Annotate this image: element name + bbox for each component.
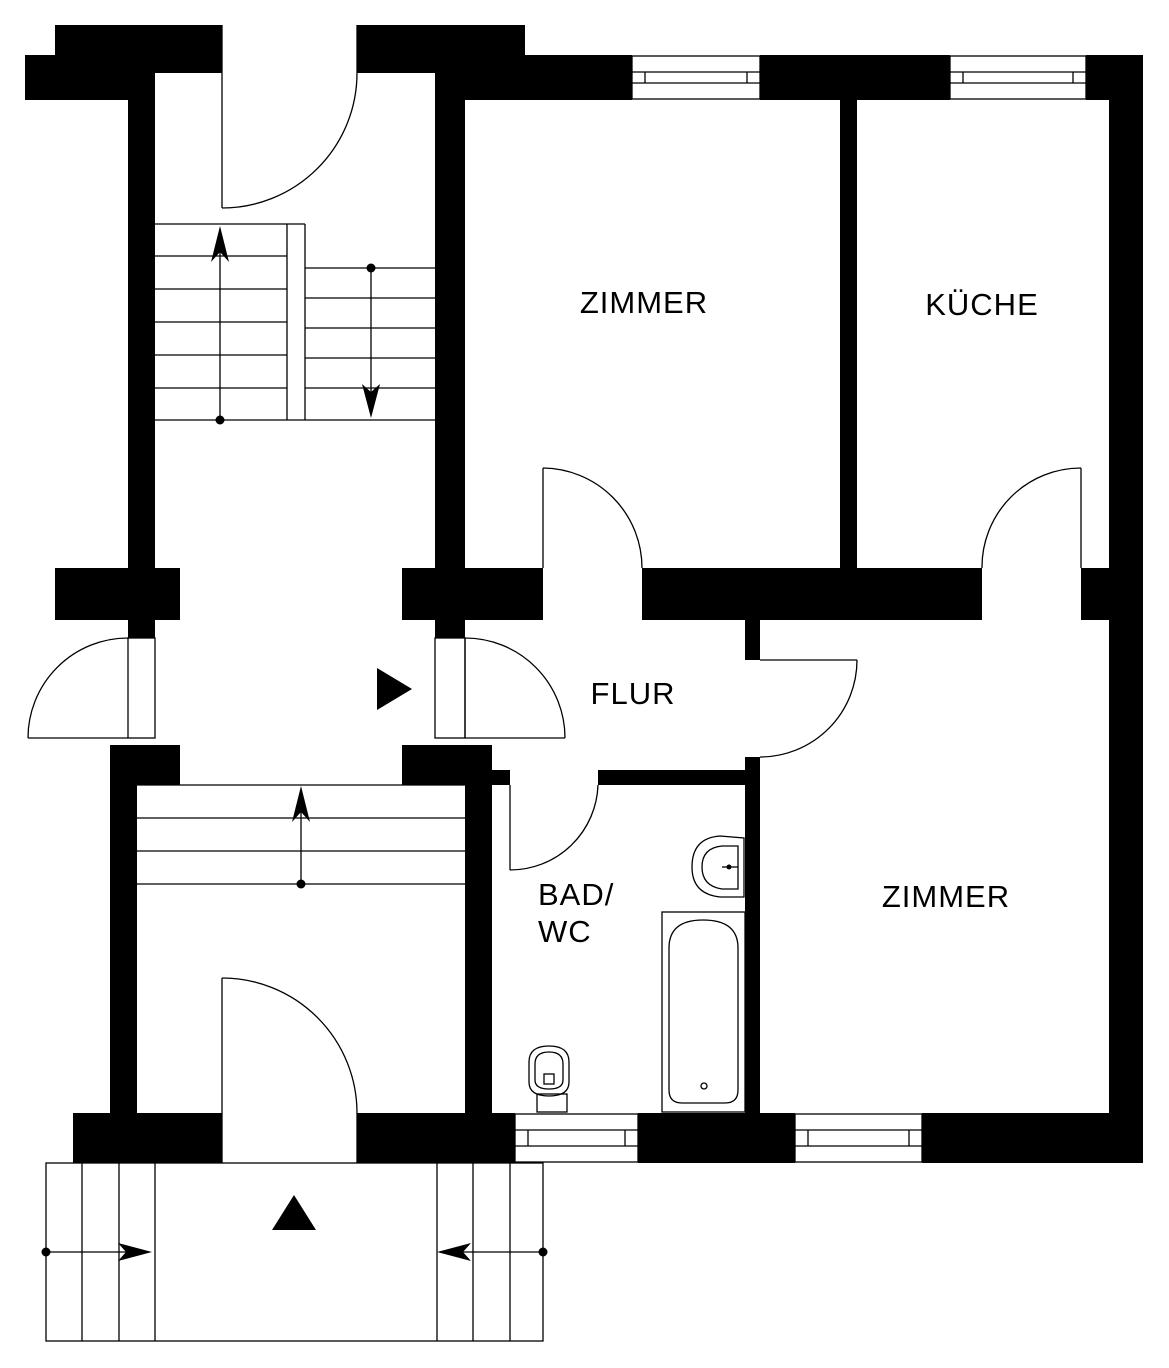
windows (514, 55, 1087, 1163)
door-top-entrance (221, 25, 358, 209)
building-entry-triangle-icon (272, 1195, 316, 1230)
wall-under-zimmer-left (465, 568, 543, 620)
washbasin (691, 835, 745, 898)
wall-stair-right-jamb (435, 620, 465, 638)
door-left-exterior (27, 637, 156, 739)
door-kueche (981, 467, 1082, 569)
room-label-kueche: KÜCHE (925, 287, 1039, 322)
wall-zimmer-kueche (840, 100, 857, 568)
door-apartment-entry (434, 637, 566, 739)
door-bad (509, 784, 599, 871)
door-zimmer-bottom (759, 659, 858, 758)
window-top-kueche (949, 55, 1087, 100)
wall-under-rooms (642, 568, 982, 620)
stairs-exterior (41, 1162, 548, 1342)
exterior-left-arrow-icon (41, 1243, 152, 1261)
wall-bad-zimmer (745, 757, 760, 1113)
wall-top-middle (357, 25, 632, 568)
stair-lower-up-arrow-icon (292, 786, 310, 889)
wall-bottom-between-windows (638, 1113, 795, 1163)
bathtub (661, 911, 746, 1113)
room-label-zimmer-bottom: ZIMMER (882, 879, 1010, 914)
window-bottom-bad (514, 1113, 639, 1163)
doors (27, 25, 1082, 1163)
walls (25, 25, 1143, 1163)
stair-down-arrow-icon (362, 263, 380, 418)
wall-bottom-left (73, 1113, 222, 1163)
room-label-flur: FLUR (591, 676, 676, 711)
window-bottom-zimmer (794, 1113, 923, 1163)
room-label-bad-line2: WC (538, 914, 592, 949)
wall-flur-stub (745, 620, 760, 660)
stairs-upper (155, 223, 435, 425)
door-bottom-entrance (221, 977, 358, 1163)
wall-stair-lower-left (110, 745, 180, 1113)
wall-bottom-right (922, 1113, 1143, 1163)
stairs-lower (137, 784, 465, 889)
window-top-zimmer (631, 55, 761, 100)
wall-stair-left-jamb (128, 620, 155, 638)
stair-up-arrow-icon (211, 226, 229, 425)
toilet (528, 1045, 570, 1113)
wall-stair-right-mid (402, 568, 465, 620)
room-label-bad-line1: BAD/ (538, 877, 614, 912)
wall-top-segment (760, 55, 950, 100)
wall-bad-top (598, 770, 745, 785)
wall-stair-left-mid (55, 568, 180, 620)
exterior-right-arrow-icon (437, 1243, 548, 1261)
wall-bottom-middle (357, 1113, 515, 1163)
door-zimmer-top (542, 467, 643, 569)
wall-top-left (25, 25, 222, 568)
room-label-zimmer-top: ZIMMER (580, 285, 708, 320)
wall-top-right (1081, 55, 1143, 1163)
wall-stair-lower-right (402, 745, 510, 1113)
apartment-entry-triangle-icon (377, 668, 412, 710)
